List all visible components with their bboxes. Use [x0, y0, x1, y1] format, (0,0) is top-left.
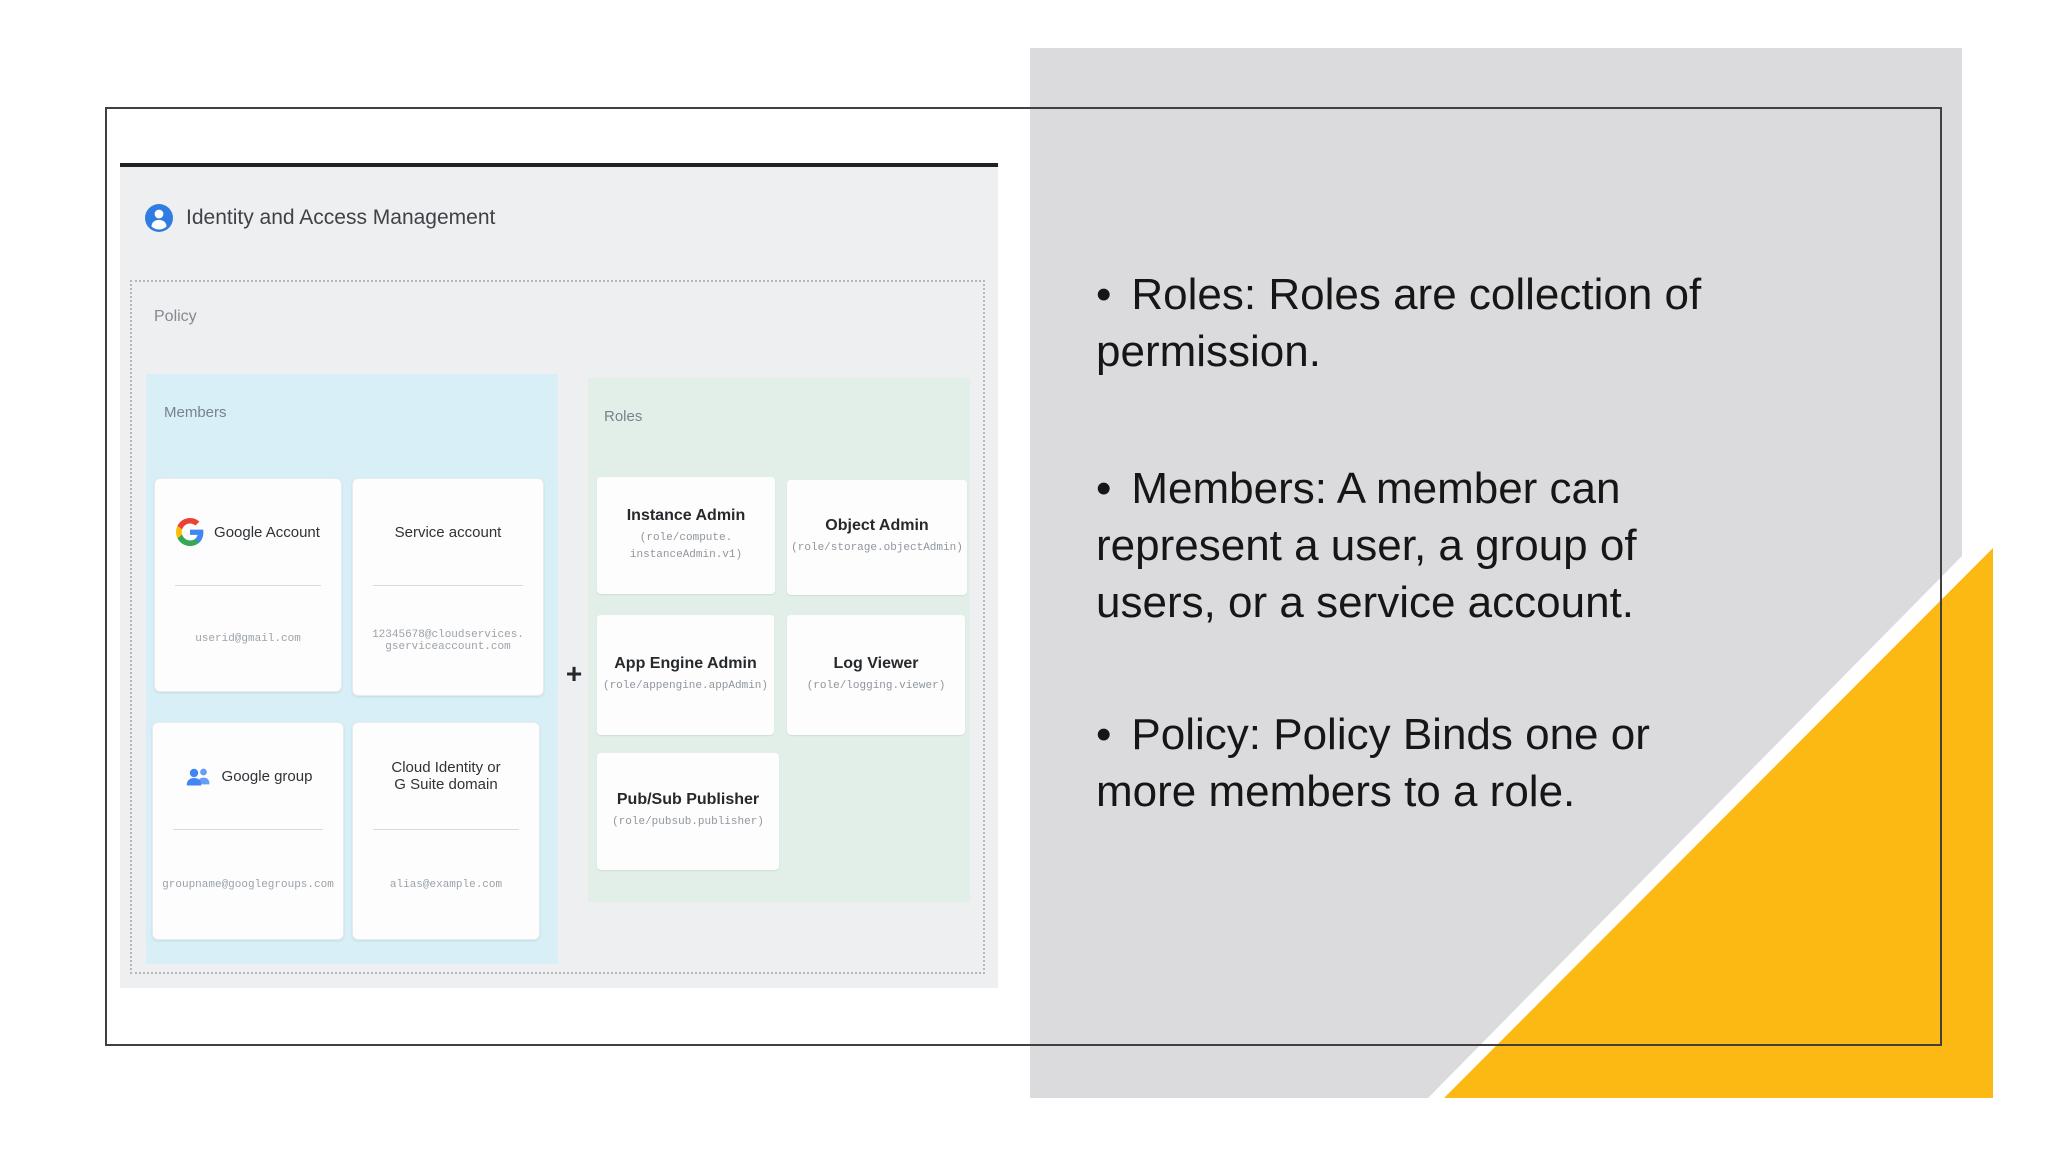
member-card-title-row: Google Account — [155, 479, 341, 585]
member-card-google-group: Google group groupname@googlegroups.com — [152, 722, 344, 940]
member-card-service-account: Service account 12345678@cloudservices. … — [352, 478, 544, 696]
member-card-title: Google Account — [214, 523, 320, 541]
role-card-title: Instance Admin — [626, 506, 746, 524]
card-divider — [373, 829, 519, 830]
role-card-object-admin: Object Admin (role/storage.objectAdmin) — [787, 480, 967, 595]
note-roles-text: Roles: Roles are collection of permissio… — [1096, 270, 1726, 376]
diagram-title: Identity and Access Management — [186, 206, 496, 229]
member-card-google-account: Google Account userid@gmail.com — [154, 478, 342, 692]
card-divider — [175, 585, 321, 586]
member-card-email: groupname@googlegroups.com — [162, 878, 334, 891]
iam-diagram: Identity and Access Management Policy Me… — [120, 163, 998, 988]
member-card-email: alias@example.com — [389, 878, 503, 891]
role-card-title: Log Viewer — [833, 654, 919, 672]
note-members: •Members: A member can represent a user,… — [1096, 460, 1741, 631]
google-g-icon — [176, 518, 204, 546]
note-members-text: Members: A member can represent a user, … — [1096, 464, 1649, 627]
role-card-log-viewer: Log Viewer (role/logging.viewer) — [787, 615, 965, 735]
role-card-title: Object Admin — [825, 517, 929, 535]
plus-sign: + — [565, 658, 583, 689]
role-card-id: (role/appengine.appAdmin) — [602, 679, 769, 692]
role-card-pubsub-publisher: Pub/Sub Publisher (role/pubsub.publisher… — [597, 753, 779, 870]
role-card-id: (role/logging.viewer) — [806, 679, 946, 692]
card-divider — [173, 829, 323, 830]
role-card-title: Pub/Sub Publisher — [616, 791, 760, 809]
policy-label: Policy — [154, 308, 197, 325]
roles-label: Roles — [604, 408, 643, 425]
role-card-title: App Engine Admin — [614, 654, 757, 672]
members-label: Members — [164, 404, 227, 421]
slide-frame-border — [105, 107, 1942, 1046]
members-panel: Members Google Account — [146, 374, 558, 964]
role-card-id: (role/pubsub.publisher) — [612, 816, 764, 829]
note-policy-text: Policy: Policy Binds one or more members… — [1096, 710, 1663, 816]
member-card-title: Service account — [394, 523, 502, 541]
member-card-title: Cloud Identity or G Suite domain — [391, 759, 501, 793]
member-card-title-row: Google group — [153, 723, 343, 829]
member-card-title: Google group — [221, 767, 313, 785]
diagram-header: Identity and Access Management — [144, 203, 495, 233]
bullet-marker: • — [1096, 710, 1112, 759]
role-card-id: (role/storage.objectAdmin) — [791, 542, 963, 555]
bullet-marker: • — [1096, 270, 1112, 319]
iam-shield-icon — [144, 203, 174, 233]
member-card-email: userid@gmail.com — [195, 632, 301, 645]
role-card-instance-admin: Instance Admin (role/compute. instanceAd… — [597, 477, 775, 594]
role-card-id: (role/compute. instanceAdmin.v1) — [629, 531, 743, 561]
member-card-cloud-identity: Cloud Identity or G Suite domain alias@e… — [352, 722, 540, 940]
policy-box: Policy Members Googl — [130, 280, 985, 974]
bullet-marker: • — [1096, 464, 1112, 513]
google-group-icon — [184, 765, 212, 787]
roles-panel: Roles Instance Admin (role/compute. inst… — [588, 378, 970, 902]
member-card-email: 12345678@cloudservices. gserviceaccount.… — [372, 628, 524, 653]
role-card-app-engine-admin: App Engine Admin (role/appengine.appAdmi… — [597, 615, 774, 735]
card-divider — [373, 585, 523, 586]
note-roles: •Roles: Roles are collection of permissi… — [1096, 266, 1741, 380]
note-policy: •Policy: Policy Binds one or more member… — [1096, 706, 1741, 820]
